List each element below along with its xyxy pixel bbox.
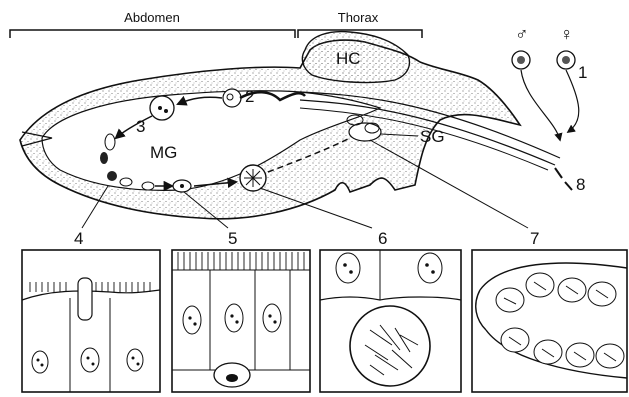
stage-5-panel-label: 5 bbox=[228, 229, 237, 248]
stage-3-label: 3 bbox=[136, 117, 145, 136]
male-symbol: ♂ bbox=[515, 24, 529, 44]
panel-4 bbox=[22, 250, 160, 392]
stage-6-panel-label: 6 bbox=[378, 229, 387, 248]
sg-label: SG bbox=[420, 127, 445, 146]
stage-1-label: 1 bbox=[578, 63, 587, 82]
stage-5-cell bbox=[173, 180, 191, 192]
sporozoites bbox=[555, 168, 572, 190]
female-symbol: ♀ bbox=[560, 24, 574, 44]
stage-4-panel-label: 4 bbox=[74, 229, 83, 248]
stage-7-panel-label: 7 bbox=[530, 229, 539, 248]
stage-2-label: 2 bbox=[245, 87, 254, 106]
stage-6-cyst bbox=[240, 165, 266, 191]
insect-body bbox=[20, 32, 560, 219]
stage-8-label: 8 bbox=[576, 175, 585, 194]
abdomen-label: Abdomen bbox=[124, 10, 180, 25]
thorax-label: Thorax bbox=[338, 10, 379, 25]
panel-6 bbox=[320, 250, 461, 392]
panel-5 bbox=[172, 250, 310, 392]
stage-3-cell bbox=[150, 96, 174, 120]
mg-label: MG bbox=[150, 143, 177, 162]
abdomen-bracket bbox=[10, 30, 295, 38]
hc-label: HC bbox=[336, 49, 361, 68]
gametes: ♂ ♀ bbox=[512, 24, 579, 140]
panel-7 bbox=[472, 250, 627, 392]
